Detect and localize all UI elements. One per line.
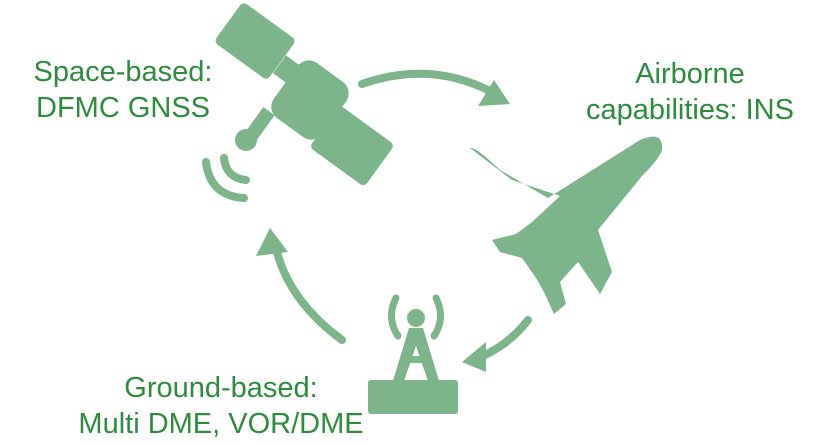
space-based-label: Space-based: DFMC GNSS	[20, 54, 226, 126]
ground-based-label: Ground-based: Multi DME, VOR/DME	[56, 370, 386, 442]
curved-arrow-icon	[256, 228, 346, 344]
curved-arrow-icon	[462, 316, 532, 372]
ground-label-line1: Ground-based:	[124, 372, 318, 404]
airborne-label-line1: Airborne	[635, 58, 745, 90]
airplane-icon	[470, 136, 663, 314]
space-label-line2: DFMC GNSS	[36, 92, 210, 124]
curved-arrow-icon	[358, 69, 510, 106]
airborne-label-line2: capabilities: INS	[586, 94, 794, 126]
satellite-icon	[215, 3, 393, 186]
space-label-line1: Space-based:	[33, 56, 213, 88]
ground-label-line2: Multi DME, VOR/DME	[78, 408, 364, 440]
airborne-label: Airborne capabilities: INS	[572, 56, 808, 128]
signal-waves-icon	[202, 154, 250, 202]
radio-tower-icon	[368, 294, 458, 414]
